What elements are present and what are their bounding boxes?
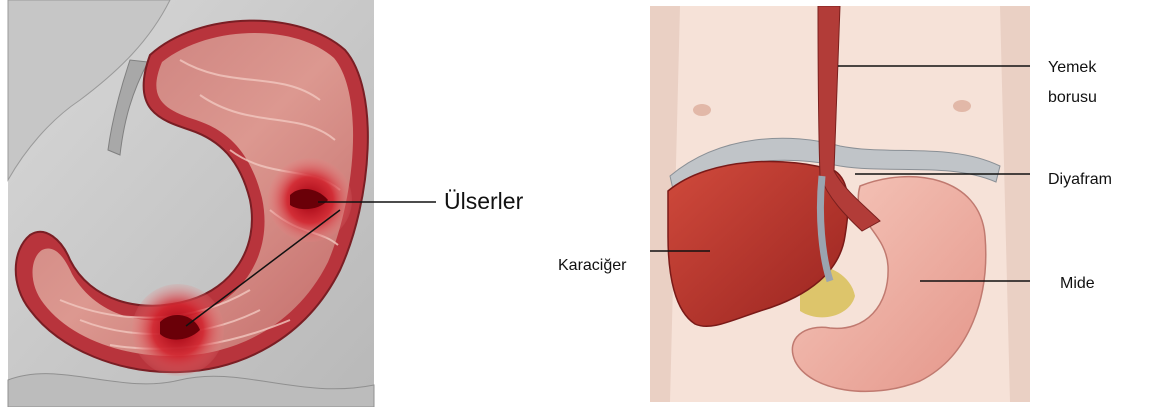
torso-organs-illustration [650,6,1030,402]
label-esophagus-line1: Yemek [1048,58,1096,78]
ulcer-upper [268,158,352,242]
stomach-section-illustration [0,0,380,407]
label-stomach: Mide [1060,274,1095,294]
nipple-right [953,100,971,112]
label-esophagus-line2: borusu [1048,88,1097,108]
ulcer-pointer-extension [380,195,438,209]
label-diaphragm: Diyafram [1048,170,1112,190]
label-liver: Karaciğer [558,256,626,276]
ulcer-lower [132,284,224,376]
label-ulcers: Ülserler [444,188,523,215]
nipple-left [693,104,711,116]
